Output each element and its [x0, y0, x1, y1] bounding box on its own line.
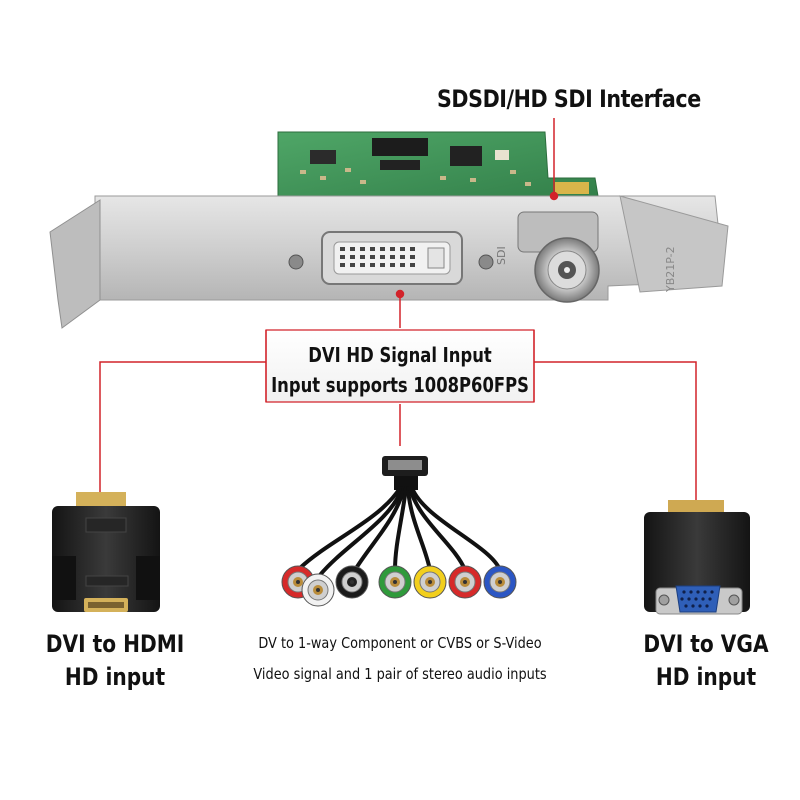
dvi-pin: [380, 255, 385, 259]
dvi-pin: [380, 263, 385, 267]
dvi-to-hdmi-adapter: [52, 492, 160, 612]
dvi-port: [321, 231, 463, 285]
dvi-pin: [410, 255, 415, 259]
vga-pin: [708, 597, 712, 601]
dvi-pin-block: [427, 247, 445, 269]
dvi-to-vga-adapter: [644, 500, 750, 615]
dvi-pin: [400, 247, 405, 251]
vga-pin: [687, 597, 691, 601]
rca-connector-white: [301, 573, 335, 607]
rca-connector-black-svideo: [335, 565, 369, 599]
vga-pin: [696, 590, 700, 594]
dvi-pin: [360, 247, 365, 251]
dvi-pin: [340, 263, 345, 267]
rca-connector-green: [378, 565, 412, 599]
dvi-pin: [370, 247, 375, 251]
vga-pin: [694, 597, 698, 601]
vga-pin: [710, 590, 714, 594]
bracket-model-marking: YB21P-2: [664, 246, 677, 293]
vga-caption-line2: HD input: [655, 663, 757, 691]
dvi-pin: [390, 255, 395, 259]
dvi-pin: [400, 263, 405, 267]
dvi-pin: [410, 263, 415, 267]
dvi-pin: [370, 263, 375, 267]
callout-lines: [99, 118, 697, 500]
bnc-connector: [517, 211, 600, 303]
vga-pin: [684, 604, 688, 608]
dvi-pin: [400, 255, 405, 259]
dvi-pin: [390, 247, 395, 251]
vga-caption-line1: DVI to VGA: [643, 630, 769, 658]
vga-pin: [698, 604, 702, 608]
dvi-pin: [350, 255, 355, 259]
sdi-interface-label: SDSDI/HD SDI Interface: [437, 85, 701, 113]
vga-pin: [691, 604, 695, 608]
component-caption-line2: Video signal and 1 pair of stereo audio …: [253, 665, 547, 683]
rca-connector-yellow: [413, 565, 447, 599]
vga-pin: [701, 597, 705, 601]
dvi-pin: [360, 263, 365, 267]
component-caption-line1: DV to 1-way Component or CVBS or S-Video: [258, 634, 542, 652]
rca-connector-red: [448, 565, 482, 599]
dvi-pin: [350, 247, 355, 251]
dvi-pin: [390, 263, 395, 267]
dvi-signal-label: DVI HD Signal Input Input supports 1008P…: [0, 340, 800, 400]
vga-pin: [703, 590, 707, 594]
dvi-pin: [410, 247, 415, 251]
dvi-signal-subtitle: Input supports 1008P60FPS: [271, 373, 529, 397]
component-caption: DV to 1-way Component or CVBS or S-Video…: [210, 628, 590, 690]
vga-pin: [705, 604, 709, 608]
dvi-pin: [350, 263, 355, 267]
rca-connector-blue: [483, 565, 517, 599]
vga-pin: [682, 590, 686, 594]
dvi-pin: [370, 255, 375, 259]
bracket-sdi-marking: SDI: [495, 246, 508, 265]
dvi-signal-title: DVI HD Signal Input: [308, 343, 492, 367]
vga-pin: [689, 590, 693, 594]
dvi-pin: [380, 247, 385, 251]
vga-caption: DVI to VGA HD input: [618, 628, 794, 694]
hdmi-caption-line2: HD input: [64, 663, 166, 691]
vga-pin: [680, 597, 684, 601]
component-breakout-cable: [281, 456, 517, 607]
pcb-board: [277, 131, 599, 197]
dvi-pin: [340, 247, 345, 251]
dvi-pin: [340, 255, 345, 259]
dvi-pin: [360, 255, 365, 259]
dvi-banner: [265, 329, 535, 403]
hdmi-caption-line1: DVI to HDMI: [45, 630, 185, 658]
hdmi-caption: DVI to HDMI HD input: [30, 628, 200, 694]
